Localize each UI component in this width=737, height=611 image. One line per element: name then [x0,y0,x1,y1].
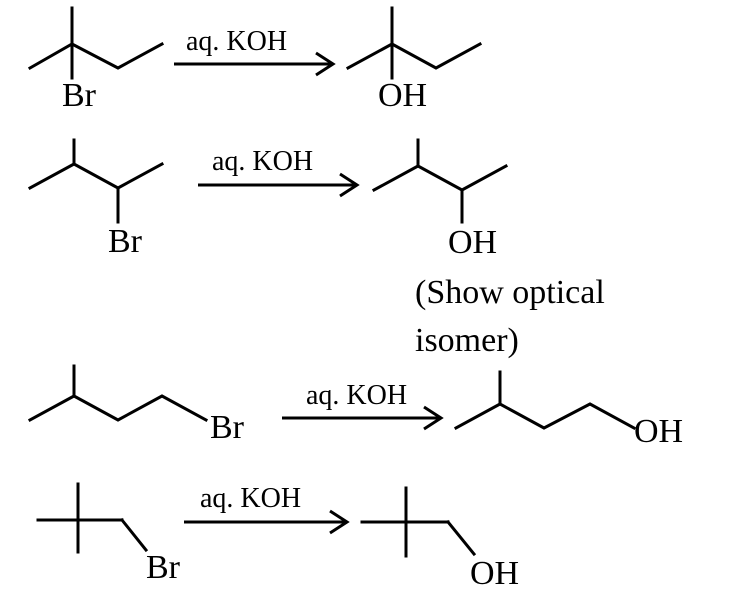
arrow-2-head [339,172,360,198]
product-2-oh-label: OH [448,224,497,261]
reactant-4-c-br-bond [119,517,149,553]
reactant-4-br-label: Br [146,549,181,586]
product-1-structure: OH [345,6,483,114]
arrow-4-head [329,509,350,535]
reactant-3-chain-bond [27,394,209,423]
reagent-2-label: aq. KOH [212,146,313,177]
reaction-4-arrow: aq. KOH [184,483,350,535]
product-3-chain-bond [453,402,637,431]
product-2-structure: OH [371,138,509,261]
reaction-2-arrow: aq. KOH [198,146,360,198]
reaction-2: Br aq. KOH OH (Show optical isomer) [27,138,605,359]
product-4-c-oh-bond [445,519,477,557]
product-2-chain-bond [371,163,509,193]
arrow-3-head [423,405,444,431]
optical-isomer-note-line2: isomer) [415,322,519,359]
product-1-oh-label: OH [378,77,427,114]
reactant-1-br-label: Br [62,77,97,114]
reagent-4-label: aq. KOH [200,483,301,514]
reactant-2-br-label: Br [108,223,143,260]
reaction-4: Br aq. KOH OH [36,482,519,592]
reaction-1: Br aq. KOH OH [27,6,483,114]
arrow-1-head [315,51,336,77]
product-3-oh-label: OH [634,413,683,450]
product-3-structure: OH [453,370,683,450]
reagent-1-label: aq. KOH [186,26,287,57]
reactant-1-structure: Br [27,6,165,114]
reactant-2-structure: Br [27,138,165,260]
reactant-3-structure: Br [27,364,245,446]
reactant-3-br-label: Br [210,409,245,446]
product-1-chain-bond [345,41,483,71]
optical-isomer-note-line1: (Show optical [415,274,605,311]
reactant-4-structure: Br [36,482,181,586]
product-4-structure: OH [360,486,519,592]
reaction-3-arrow: aq. KOH [282,380,444,431]
reagent-3-label: aq. KOH [306,380,407,411]
product-4-oh-label: OH [470,555,519,592]
reactant-1-chain-bond [27,41,165,71]
reaction-3: Br aq. KOH OH [27,364,683,450]
reaction-1-arrow: aq. KOH [174,26,336,77]
reactant-2-chain-bond [27,161,165,191]
